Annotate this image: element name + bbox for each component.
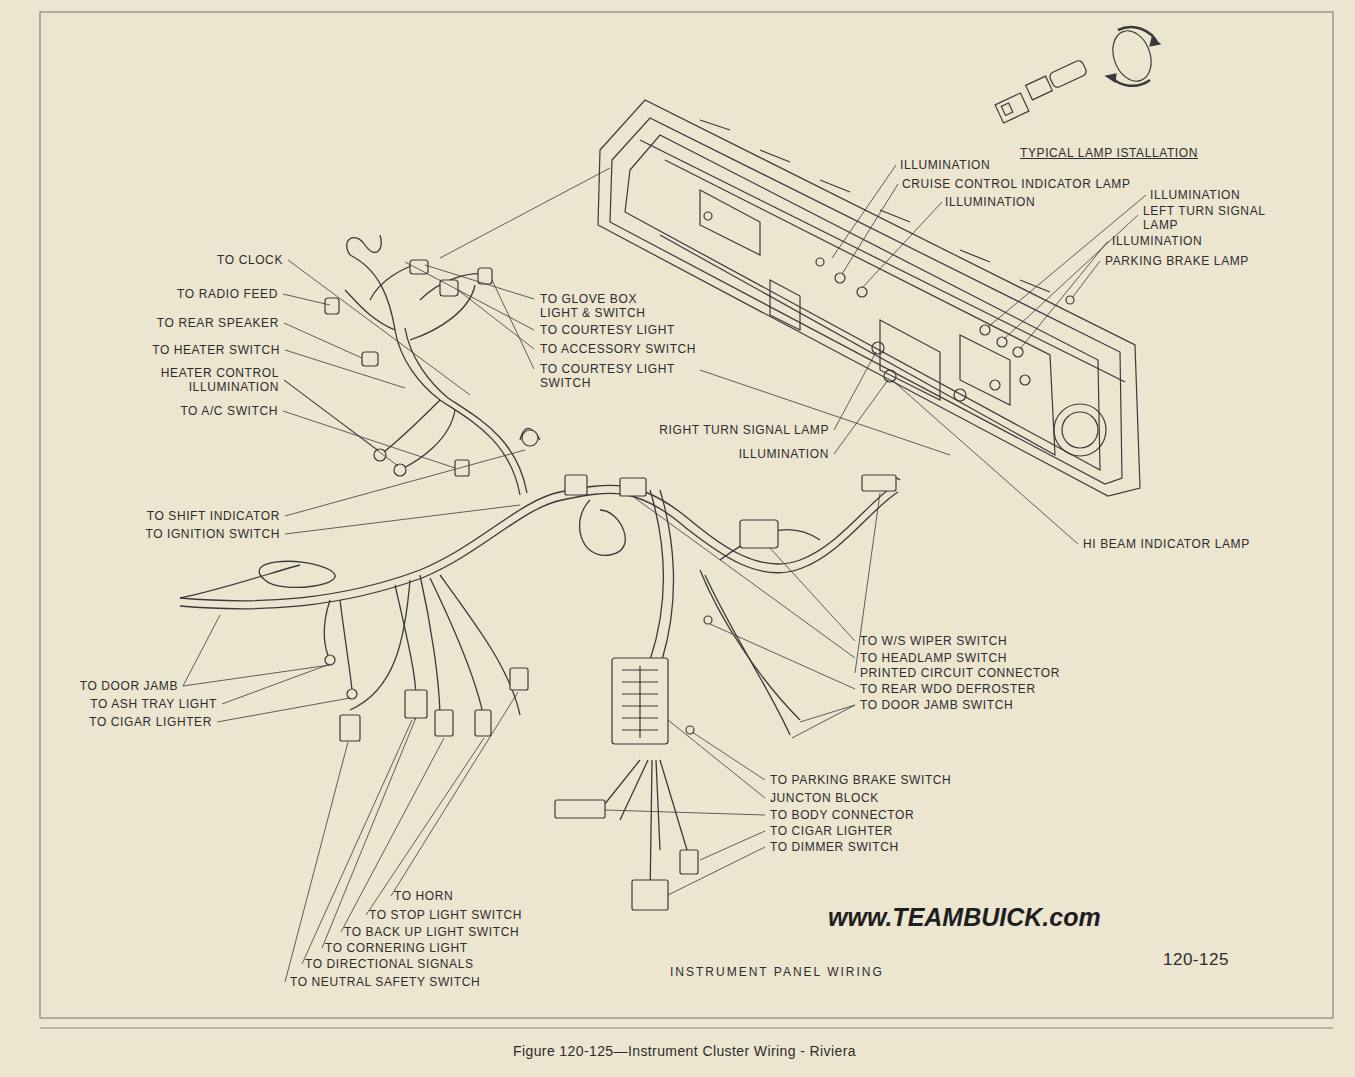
callout-label: TO RADIO FEED	[177, 287, 278, 301]
callout-label: TO NEUTRAL SAFETY SWITCH	[290, 975, 480, 989]
callout-label: TO STOP LIGHT SWITCH	[369, 908, 522, 922]
callout-label: TO HEATER SWITCH	[152, 343, 280, 357]
callout-label: ILLUMINATION	[945, 195, 1035, 209]
callout-label: PRINTED CIRCUIT CONNECTOR	[860, 666, 1060, 680]
callout-label: JUNCTON BLOCK	[770, 791, 879, 805]
callout-label: TO CLOCK	[217, 253, 283, 267]
callout-label: TO IGNITION SWITCH	[145, 527, 280, 541]
callout-label: ILLUMINATION	[739, 447, 829, 461]
callout-label: TO A/C SWITCH	[180, 404, 278, 418]
callout-label: CRUISE CONTROL INDICATOR LAMP	[902, 177, 1131, 191]
callout-label: ILLUMINATION	[1112, 234, 1202, 248]
callout-label: TO COURTESY LIGHT SWITCH	[540, 362, 690, 390]
callout-label: TO DOOR JAMB	[80, 679, 178, 693]
callout-label: TO BACK UP LIGHT SWITCH	[344, 925, 519, 939]
callout-label: TO PARKING BRAKE SWITCH	[770, 773, 951, 787]
callout-label: TO HORN	[394, 889, 453, 903]
callout-label: TO CORNERING LIGHT	[325, 941, 468, 955]
callout-label: LEFT TURN SIGNAL LAMP	[1143, 204, 1283, 232]
callout-label: TO ASH TRAY LIGHT	[90, 697, 217, 711]
junction-block	[612, 658, 668, 744]
callout-label: TO GLOVE BOX LIGHT & SWITCH	[540, 292, 662, 320]
page-frame	[40, 12, 1333, 1018]
callout-label: TO REAR SPEAKER	[157, 316, 279, 330]
callout-label: TO DOOR JAMB SWITCH	[860, 698, 1013, 712]
figure-caption: Figure 120-125—Instrument Cluster Wiring…	[513, 1043, 856, 1059]
leader-line	[183, 165, 1146, 982]
callout-label: RIGHT TURN SIGNAL LAMP	[659, 423, 829, 437]
callout-label: TO SHIFT INDICATOR	[147, 509, 280, 523]
figure-number: 120-125	[1163, 950, 1229, 970]
callout-label: ILLUMINATION	[1150, 188, 1240, 202]
callout-label: HI BEAM INDICATOR LAMP	[1083, 537, 1250, 551]
callout-label: ILLUMINATION	[900, 158, 990, 172]
lamp-sketch	[995, 25, 1160, 123]
callout-label: TO HEADLAMP SWITCH	[860, 651, 1007, 665]
callout-label: TO REAR WDO DEFROSTER	[860, 682, 1036, 696]
figure-title: INSTRUMENT PANEL WIRING	[670, 965, 884, 979]
watermark: www.TEAMBUICK.com	[828, 903, 1101, 931]
heading-label: TYPICAL LAMP ISTALLATION	[1020, 146, 1198, 160]
callout-label: TO ACCESSORY SWITCH	[540, 342, 696, 356]
callout-label: TO COURTESY LIGHT	[540, 323, 675, 337]
harness	[180, 235, 900, 900]
callout-label: TO DIMMER SWITCH	[770, 840, 899, 854]
callout-label: TO W/S WIPER SWITCH	[860, 634, 1007, 648]
callout-label: TO DIRECTIONAL SIGNALS	[305, 957, 474, 971]
callout-label: TO CIGAR LIGHTER	[770, 824, 893, 838]
callout-label: TO CIGAR LIGHTER	[89, 715, 212, 729]
callout-label: HEATER CONTROL ILLUMINATION	[129, 366, 279, 394]
callout-label: TO BODY CONNECTOR	[770, 808, 914, 822]
callout-label: PARKING BRAKE LAMP	[1105, 254, 1249, 268]
